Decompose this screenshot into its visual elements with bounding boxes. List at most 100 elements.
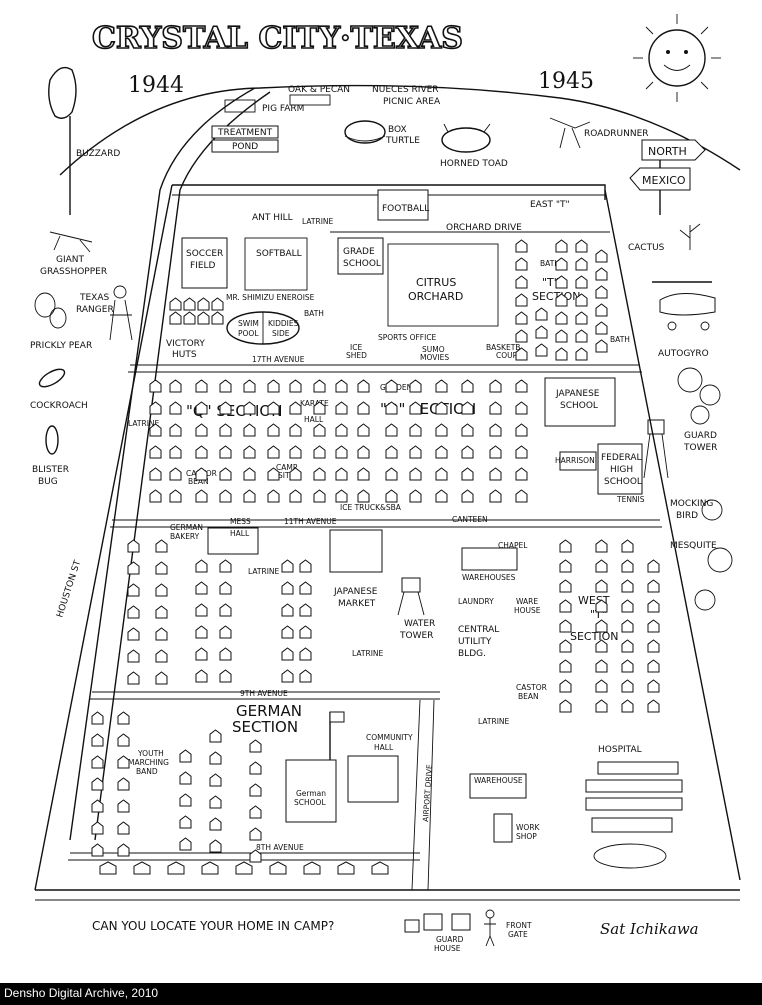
site-label: SITE bbox=[278, 471, 295, 480]
prickly-pear-label: PRICKLY PEAR bbox=[30, 341, 92, 351]
barrack-house bbox=[127, 649, 140, 663]
cactus-icon bbox=[679, 223, 701, 250]
german-bakery-label-1: GERMAN bbox=[170, 523, 203, 532]
barrack-house bbox=[211, 311, 224, 325]
barrack-house bbox=[313, 423, 326, 437]
hall-label: HALL bbox=[304, 415, 324, 424]
barrack-house bbox=[219, 423, 232, 437]
barrack-house bbox=[595, 249, 608, 263]
barrack-house bbox=[155, 583, 168, 597]
barrack-house bbox=[357, 379, 370, 393]
latrine-m-label: LATRINE bbox=[352, 649, 384, 658]
barrack-house bbox=[461, 423, 474, 437]
mexico-sign: MEXICO bbox=[642, 174, 686, 187]
barrack-house bbox=[289, 467, 302, 481]
mess-label: MESS bbox=[230, 517, 251, 526]
bath-3-label: BATH bbox=[610, 335, 630, 344]
barrack-house bbox=[127, 627, 140, 641]
blister-label: BLISTER bbox=[32, 465, 69, 475]
youth-label: YOUTH bbox=[137, 749, 164, 758]
barrack-house bbox=[289, 445, 302, 459]
signature: Sat Ichikawa bbox=[600, 920, 699, 938]
ave-8-label: 8TH AVENUE bbox=[256, 843, 304, 852]
barrack-house bbox=[559, 699, 572, 713]
barrack-house bbox=[555, 347, 568, 361]
treatment-building bbox=[211, 125, 279, 139]
huts-label: HUTS bbox=[172, 350, 197, 360]
barrack-house bbox=[267, 467, 280, 481]
barrack-house bbox=[91, 777, 104, 791]
barrack-house bbox=[409, 489, 422, 503]
tower-label: TOWER bbox=[399, 631, 433, 641]
barrack-house bbox=[621, 599, 634, 613]
barrack-house bbox=[515, 275, 528, 289]
hospital-label: HOSPITAL bbox=[598, 745, 642, 755]
barrack-house bbox=[559, 579, 572, 593]
guard-house-icon bbox=[404, 913, 471, 933]
barrack-house bbox=[243, 401, 256, 415]
barrack-house bbox=[155, 649, 168, 663]
turtle-label: TURTLE bbox=[385, 136, 420, 146]
sun-icon bbox=[633, 14, 721, 102]
ranger-label: RANGER bbox=[76, 305, 114, 315]
barrack-house bbox=[647, 579, 660, 593]
ware-label: WARE bbox=[516, 597, 538, 606]
barrack-house bbox=[149, 379, 162, 393]
barrack-house bbox=[559, 659, 572, 673]
barrack-house bbox=[435, 489, 448, 503]
barrack-house bbox=[461, 489, 474, 503]
german-school-label-1: German bbox=[296, 789, 326, 798]
barrack-house bbox=[595, 579, 608, 593]
barrack-house bbox=[289, 489, 302, 503]
t-section-label: SECTION bbox=[532, 290, 580, 303]
barrack-house bbox=[155, 671, 168, 685]
barrack-house bbox=[209, 839, 222, 853]
warehouses bbox=[461, 547, 518, 571]
barrack-house bbox=[117, 733, 130, 747]
barrack-house bbox=[313, 467, 326, 481]
barrack-house bbox=[647, 619, 660, 633]
cockroach-label: COCKROACH bbox=[30, 401, 88, 411]
barrack-house bbox=[197, 297, 210, 311]
barrack-house bbox=[303, 861, 321, 875]
japanese-market-label-2: MARKET bbox=[338, 599, 376, 609]
barrack-house bbox=[249, 739, 262, 753]
mesquite-label: MESQUITE bbox=[670, 541, 717, 551]
camp-label: CAMP bbox=[276, 463, 298, 472]
barrack-house bbox=[385, 467, 398, 481]
barrack-house bbox=[575, 239, 588, 253]
barrack-house bbox=[621, 579, 634, 593]
barrack-house bbox=[595, 659, 608, 673]
barrack-house bbox=[91, 733, 104, 747]
barrack-house bbox=[555, 257, 568, 271]
buzzard-icon bbox=[48, 66, 77, 215]
castor-b-label: CASTOR bbox=[516, 683, 547, 692]
barrack-house bbox=[269, 861, 287, 875]
barrack-house bbox=[219, 559, 232, 573]
barrack-house bbox=[169, 467, 182, 481]
barrack-house bbox=[195, 489, 208, 503]
barrack-house bbox=[515, 379, 528, 393]
barrack-house bbox=[219, 445, 232, 459]
barrack-house bbox=[357, 467, 370, 481]
barrack-house bbox=[195, 379, 208, 393]
east-t-label: EAST "T" bbox=[530, 200, 570, 210]
barrack-house bbox=[179, 837, 192, 851]
barrack-house bbox=[335, 379, 348, 393]
barrack-house bbox=[281, 669, 294, 683]
barrack-house bbox=[575, 293, 588, 307]
barrack-house bbox=[117, 799, 130, 813]
barrack-house bbox=[219, 669, 232, 683]
ave-9-label: 9TH AVENUE bbox=[240, 689, 288, 698]
citrus-orchard bbox=[387, 243, 499, 327]
barrack-house bbox=[149, 401, 162, 415]
barrack-house bbox=[235, 861, 253, 875]
barrack-house bbox=[243, 489, 256, 503]
barrack-house bbox=[243, 445, 256, 459]
federal-high-school bbox=[597, 443, 643, 495]
barrack-house bbox=[219, 401, 232, 415]
barrack-house bbox=[535, 307, 548, 321]
barrack-house bbox=[461, 467, 474, 481]
barrack-house bbox=[335, 467, 348, 481]
utility-label: UTILITY bbox=[458, 637, 492, 647]
